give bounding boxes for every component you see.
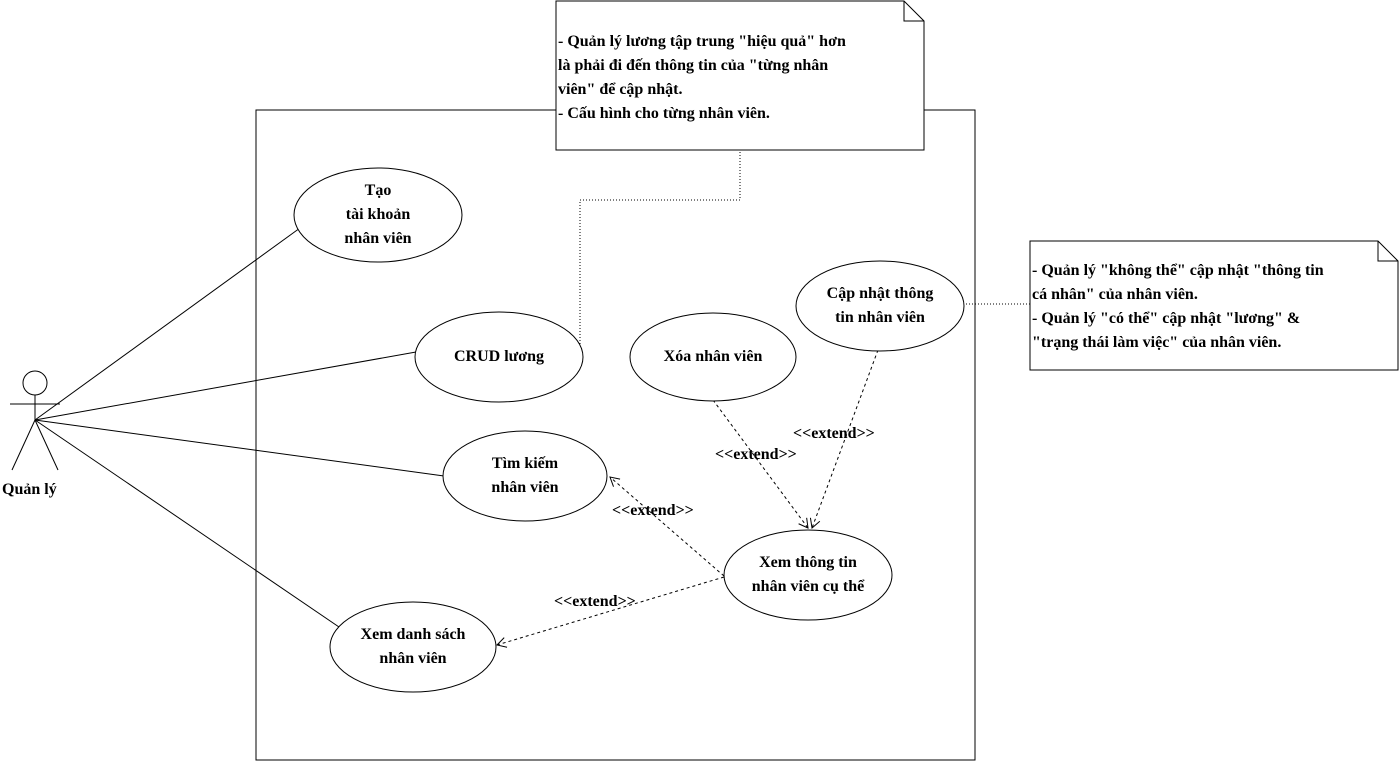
usecase-list-employees-text: Xem danh sách nhân viên xyxy=(330,602,496,692)
note-box-salary[interactable] xyxy=(555,0,925,151)
assoc-list-employees xyxy=(34,419,340,628)
note-connector-salary xyxy=(579,150,741,350)
note-update-line-2: cá nhân" của nhân viên. xyxy=(1032,286,1198,303)
usecase-update-employee-text: Cập nhật thông tin nhân viên xyxy=(796,261,964,351)
extend-update-to-view xyxy=(809,349,879,529)
usecase-create-account-line-1: Tạo xyxy=(364,182,392,199)
usecase-create-account-line-3: nhân viên xyxy=(344,230,412,247)
usecase-search-employee[interactable] xyxy=(442,430,608,522)
note-update-line-1: - Quản lý "không thể" cập nhật "thông ti… xyxy=(1032,262,1324,279)
assoc-create-account xyxy=(34,227,301,421)
usecase-crud-salary[interactable] xyxy=(414,311,584,403)
usecase-search-employee-line-1: Tìm kiếm xyxy=(491,455,559,472)
extend-label-search: <<extend>> xyxy=(612,502,694,519)
note-salary-line-1: - Quản lý lương tập trung "hiệu quả" hơn xyxy=(558,33,846,50)
usecase-view-detail-text: Xem thông tin nhân viên cụ thể xyxy=(724,530,892,620)
usecase-update-employee-line-2: tin nhân viên xyxy=(835,309,925,326)
usecase-list-employees-line-2: nhân viên xyxy=(379,650,447,667)
extend-delete-to-view xyxy=(712,399,809,529)
usecase-view-detail-line-1: Xem thông tin xyxy=(759,554,857,571)
usecase-update-employee[interactable] xyxy=(795,260,965,352)
usecase-create-account[interactable] xyxy=(293,167,463,263)
usecase-crud-salary-text: CRUD lương xyxy=(415,312,583,402)
note-update-text: - Quản lý "không thể" cập nhật "thông ti… xyxy=(1032,259,1324,355)
actor-right-leg xyxy=(34,419,59,471)
extend-view-to-search xyxy=(609,476,725,577)
usecase-search-employee-text: Tìm kiếm nhân viên xyxy=(443,431,607,521)
note-salary-line-4: - Cấu hình cho từng nhân viên. xyxy=(558,105,770,122)
actor-left-leg xyxy=(11,419,36,471)
note-update-line-4: "trạng thái làm việc" của nhân viên. xyxy=(1032,334,1282,351)
extend-label-list: <<extend>> xyxy=(554,593,636,610)
actor-head xyxy=(22,370,48,396)
note-fold-update xyxy=(1377,241,1398,262)
usecase-list-employees-line-1: Xem danh sách xyxy=(360,626,466,643)
usecase-search-employee-line-2: nhân viên xyxy=(491,479,559,496)
usecase-view-detail-line-2: nhân viên cụ thể xyxy=(751,578,865,595)
assoc-crud-salary xyxy=(34,351,417,421)
usecase-create-account-text: Tạo tài khoản nhân viên xyxy=(294,168,462,262)
assoc-search-employee xyxy=(34,419,445,477)
actor-label: Quản lý xyxy=(2,481,57,498)
note-salary-line-3: viên" để cập nhật. xyxy=(558,81,683,98)
usecase-create-account-line-2: tài khoản xyxy=(345,206,411,223)
note-salary-line-2: là phải đi đến thông tin của "từng nhân xyxy=(558,57,829,74)
note-fold-salary xyxy=(903,1,924,22)
note-update-line-3: - Quản lý "có thể" cập nhật "lương" & xyxy=(1032,310,1301,327)
usecase-crud-salary-line-1: CRUD lương xyxy=(453,348,545,365)
usecase-delete-employee-text: Xóa nhân viên xyxy=(630,313,796,401)
actor-figure[interactable] xyxy=(10,370,60,471)
usecase-delete-employee-line-1: Xóa nhân viên xyxy=(663,348,763,365)
usecase-list-employees[interactable] xyxy=(329,601,497,693)
extend-label-update: <<extend>> xyxy=(793,425,875,442)
note-salary-text: - Quản lý lương tập trung "hiệu quả" hơn… xyxy=(558,30,846,126)
note-box-update[interactable] xyxy=(1029,240,1399,371)
usecase-delete-employee[interactable] xyxy=(629,312,797,402)
extend-label-delete: <<extend>> xyxy=(715,446,797,463)
usecase-update-employee-line-1: Cập nhật thông xyxy=(826,285,934,302)
usecase-view-detail[interactable] xyxy=(723,529,893,621)
